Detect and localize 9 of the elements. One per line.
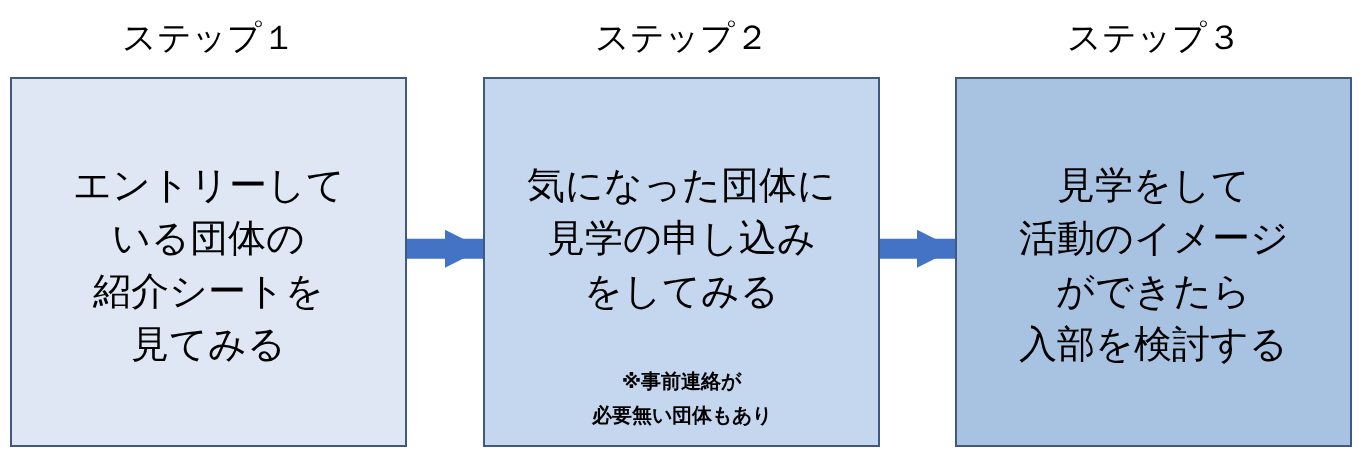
step-heading: ステップ３	[1065, 16, 1242, 59]
step-description: エントリーしている団体の紹介シートを見てみる	[71, 162, 346, 368]
step-heading: ステップ１	[120, 16, 297, 59]
arrow	[880, 229, 955, 268]
step-description: 気になった団体に見学の申し込みをしてみる	[526, 162, 837, 315]
step-heading: ステップ２	[593, 16, 770, 59]
step-note: ※事前連絡が必要無い団体もあり	[590, 368, 773, 429]
step-description: 見学をして活動のイメージができたら入部を検討する	[1017, 162, 1290, 368]
arrow	[407, 229, 483, 268]
